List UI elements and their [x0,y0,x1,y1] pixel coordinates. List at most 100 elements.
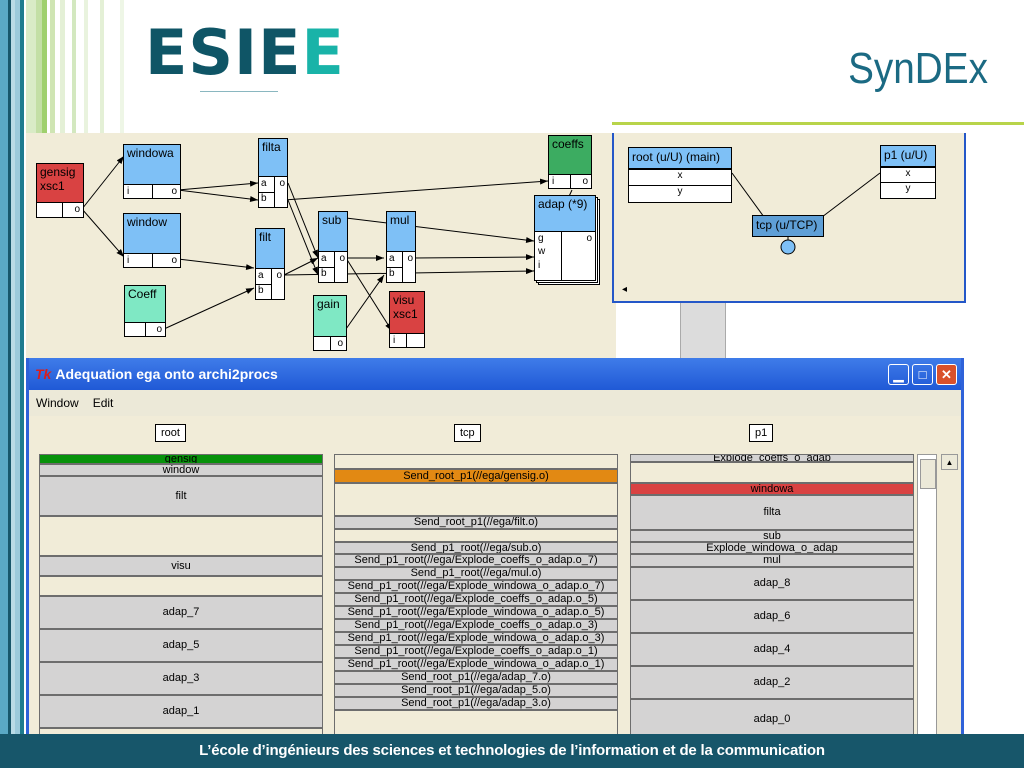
node-gain[interactable]: gain o [313,295,347,351]
port-i: i [538,260,541,271]
schedule-cell[interactable]: gensig [39,454,323,464]
schedule-cell[interactable]: adap_2 [630,666,914,699]
port-o: o [156,324,162,335]
node-coeff[interactable]: Coeff o [124,285,166,337]
port-i: i [127,255,130,266]
schedule-cell [334,710,618,737]
footer-bar: L’école d’ingénieurs des sciences et tec… [0,734,1024,768]
port-o: o [339,253,345,264]
schedule-cell[interactable]: Send_p1_root(//ega/Explode_windowa_o_ada… [334,580,618,593]
schedule-cell[interactable]: Explode_coeffs_o_adap [630,454,914,462]
schedule-cell[interactable]: Send_p1_root(//ega/Explode_coeffs_o_adap… [334,619,618,632]
node-label: filt [259,230,271,244]
port-b: b [261,193,267,204]
schedule-cell[interactable]: adap_7 [39,596,323,629]
arch-node-tcp[interactable]: tcp (u/TCP) [752,215,824,237]
menu-window[interactable]: Window [36,396,79,410]
schedule-cell[interactable]: Send_p1_root(//ega/Explode_coeffs_o_adap… [334,554,618,567]
vertical-scrollbar[interactable]: ▲ [917,454,958,737]
close-button[interactable]: ✕ [936,364,957,385]
schedule-cell[interactable]: window [39,464,323,476]
port-o: o [407,253,413,264]
schedule-cell[interactable]: Send_p1_root(//ega/Explode_windowa_o_ada… [334,658,618,671]
node-label: gensig [40,165,76,179]
schedule-cell[interactable]: Send_root_p1(//ega/adap_5.o) [334,684,618,697]
schedule-cell[interactable]: visu [39,556,323,576]
schedule-cell[interactable]: Send_p1_root(//ega/Explode_coeffs_o_adap… [334,593,618,606]
schedule-cell[interactable]: Send_root_p1(//ega/filt.o) [334,516,618,529]
port-x: x [629,170,731,186]
port-o: o [171,186,177,197]
schedule-cell[interactable]: Send_root_p1(//ega/gensig.o) [334,469,618,483]
port-x: x [881,168,935,183]
schedule-cell[interactable]: Send_p1_root(//ega/Explode_windowa_o_ada… [334,632,618,645]
port-g: g [538,233,544,244]
schedule-cell[interactable]: mul [630,554,914,567]
schedule-cell [630,462,914,483]
schedule-cell[interactable]: Send_root_p1(//ega/adap_3.o) [334,697,618,710]
schedule-cell[interactable]: Send_root_p1(//ega/adap_7.o) [334,671,618,684]
scroll-up-icon[interactable]: ▲ [941,454,958,470]
schedule-cell[interactable]: adap_0 [630,699,914,737]
menu-edit[interactable]: Edit [92,396,114,410]
schedule-cell[interactable]: adap_6 [630,600,914,633]
schedule-cell[interactable]: adap_5 [39,629,323,662]
column-header-root[interactable]: root [155,424,186,442]
schedule-cell[interactable]: adap_8 [630,567,914,600]
schedule-cell[interactable]: Explode_windowa_o_adap [630,542,914,554]
arch-node-label: root (u/U) (main) [632,150,721,164]
schedule-cell[interactable]: adap_4 [630,633,914,666]
maximize-button[interactable]: □ [912,364,933,385]
schedule-cell[interactable]: Send_p1_root(//ega/Explode_windowa_o_ada… [334,606,618,619]
schedule-cell[interactable]: Send_p1_root(//ega/Explode_coeffs_o_adap… [334,645,618,658]
arch-edges [731,172,881,255]
node-label: gain [317,297,340,311]
port-i: i [127,186,130,197]
schedule-cell[interactable]: Send_p1_root(//ega/mul.o) [334,567,618,580]
logo-text-a: ESI [145,16,259,89]
node-label: sub [322,213,342,227]
schedule-cell[interactable]: filta [630,495,914,530]
menubar: Window Edit [29,390,961,416]
arch-node-label: tcp (u/TCP) [756,218,818,232]
scroll-track[interactable] [917,454,937,737]
tk-icon: Tk [35,366,52,382]
column-header-p1[interactable]: p1 [749,424,774,442]
schedule-cell[interactable]: Send_p1_root(//ega/sub.o) [334,542,618,554]
schedule-cell[interactable]: filt [39,476,323,516]
port-o: o [74,204,80,215]
schedule-cell[interactable]: adap_3 [39,662,323,695]
column-header-tcp[interactable]: tcp [454,424,481,442]
scroll-thumb[interactable] [920,459,936,489]
node-windowa[interactable]: windowa i o [123,144,181,199]
column-tcp: Send_root_p1(//ega/gensig.o) Send_root_p1… [334,454,618,737]
esiee-logo: ESIEE [145,22,345,84]
schedule-cell [39,728,323,737]
schedule-cell[interactable]: sub [630,530,914,542]
schedule-cell[interactable]: adap_1 [39,695,323,728]
node-sub-label: xsc1 [40,179,65,193]
node-label: windowa [127,146,174,160]
minimize-button[interactable]: ▁ [888,364,909,385]
scroll-left-icon[interactable]: ◂ [622,284,628,295]
schedule-cell[interactable]: windowa [630,483,914,495]
node-label: adap (*9) [538,197,588,211]
